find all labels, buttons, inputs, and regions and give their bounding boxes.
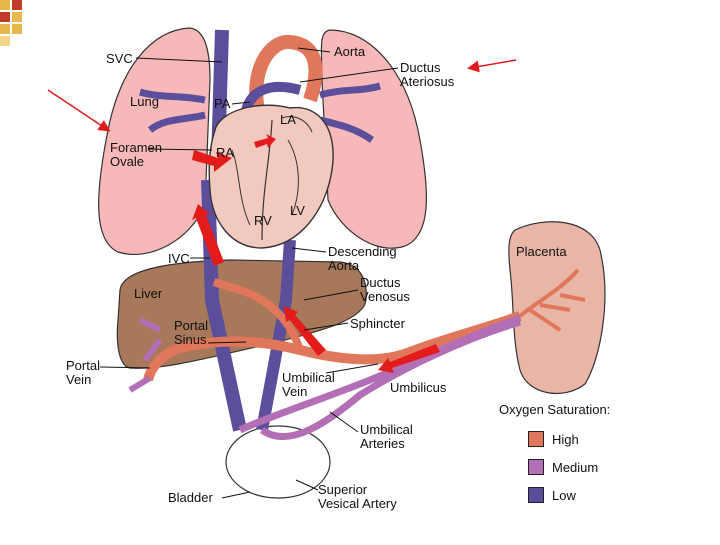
label-lv: LV	[290, 203, 305, 218]
flow-arrow-ductus-venosus	[284, 306, 326, 356]
portal-vein-branches	[128, 317, 163, 393]
flow-arrow-foramen-ovale	[192, 150, 232, 172]
placenta-branches	[518, 268, 586, 332]
pointer-arrow-foramen	[47, 89, 111, 132]
label-la: LA	[280, 112, 296, 127]
ductus-venosus-vessel	[212, 278, 304, 352]
bladder	[225, 425, 331, 499]
heart-septum	[261, 119, 273, 241]
label-ivc: IVC	[168, 251, 190, 266]
legend-item-high: High	[528, 430, 579, 448]
label-ductus-arteriosus-line1: Ductus	[400, 60, 441, 75]
legend-label-high: High	[552, 431, 579, 447]
label-ra: RA	[216, 145, 234, 160]
pulmonary-vessels-right	[319, 82, 382, 143]
legend-item-low: Low	[528, 486, 576, 504]
label-sphincter: Sphincter	[350, 316, 406, 331]
label-lung: Lung	[130, 94, 159, 109]
label-umbilicus: Umbilicus	[390, 380, 447, 395]
ivc-vessel	[201, 179, 247, 432]
legend-swatch-low	[528, 487, 544, 503]
heart	[208, 104, 334, 249]
legend-label-medium: Medium	[552, 459, 599, 475]
label-placenta: Placenta	[516, 244, 567, 259]
legend-item-medium: Medium	[528, 458, 598, 476]
label-liver: Liver	[134, 286, 163, 301]
slide-bullet-decoration	[0, 0, 22, 46]
label-ductus-arteriosus-line2: Ateriosus	[400, 74, 455, 89]
umbilical-arteries-vessel	[238, 314, 522, 440]
umbilical-vein-vessel	[143, 311, 522, 382]
left-lung	[98, 27, 211, 255]
label-rv: RV	[254, 213, 272, 228]
flow-arrow-la	[254, 134, 276, 148]
descending-aorta-vessel	[256, 239, 296, 432]
flow-arrow-ivc	[192, 204, 224, 266]
legend-swatch-medium	[528, 459, 544, 475]
leader-lines	[99, 47, 399, 499]
pointer-arrow-ductus	[467, 59, 517, 73]
legend-swatch-high	[528, 431, 544, 447]
pulmonary-vessels-left	[138, 88, 206, 133]
legend-label-low: Low	[552, 487, 576, 503]
legend-title: Oxygen Saturation:	[499, 402, 611, 417]
ductus-arteriosus-vessel	[241, 81, 302, 112]
aorta-arch	[249, 35, 323, 112]
label-bladder: Bladder	[168, 490, 213, 505]
flow-arrows	[192, 134, 440, 373]
label-pa: PA	[214, 96, 231, 111]
heart-chambers-detail	[231, 116, 313, 226]
flow-arrow-umbilical-vein	[378, 344, 440, 373]
label-aorta: Aorta	[334, 44, 366, 59]
label-svc: SVC	[106, 51, 133, 66]
